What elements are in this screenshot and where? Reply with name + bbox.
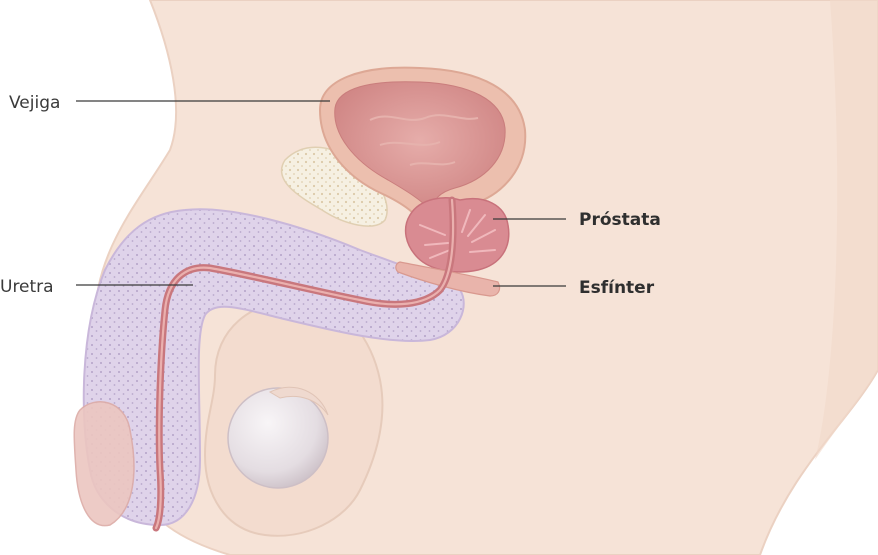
- label-urethra: Uretra: [0, 277, 54, 297]
- label-sphincter: Esfínter: [579, 278, 654, 298]
- label-prostate: Próstata: [579, 210, 661, 230]
- testis: [228, 388, 328, 488]
- glans: [74, 402, 134, 526]
- prostate: [406, 198, 509, 272]
- label-bladder: Vejiga: [9, 93, 60, 113]
